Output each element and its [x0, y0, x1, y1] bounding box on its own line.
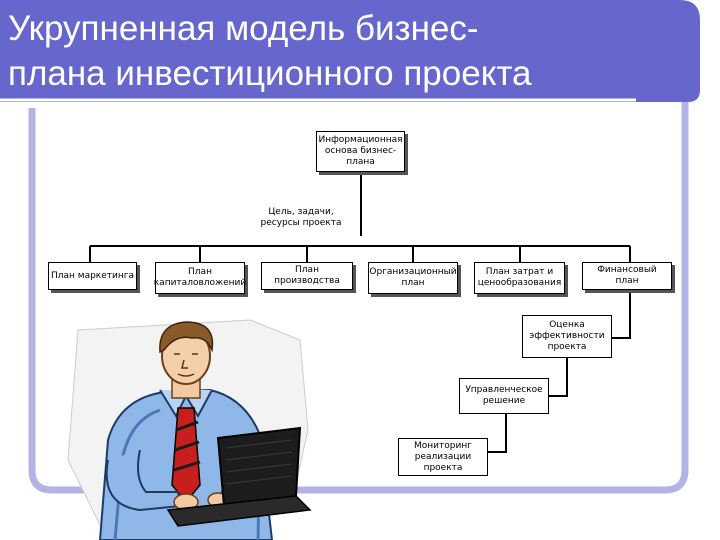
efficiency-box: Оценка эффективности проекта: [522, 315, 612, 358]
frame-border: [28, 70, 689, 494]
face-details: [174, 353, 198, 377]
laptop-screen-lines: [225, 439, 293, 485]
plan-label: План маркетинга: [51, 270, 134, 281]
plan-box-investment: План капиталовложений: [153, 262, 247, 294]
plan-box-financial: Финансовый план: [582, 262, 672, 290]
title-line-1: Укрупненная модель бизнес-: [8, 9, 479, 48]
plan-label: Финансовый план: [597, 265, 657, 286]
plan-label: План капиталовложений: [153, 267, 247, 288]
efficiency-text: Оценка эффективности проекта: [529, 320, 605, 352]
goals-box: Цель, задачи, ресурсы проекта: [256, 203, 346, 233]
goals-text: Цель, задачи, ресурсы проекта: [260, 207, 342, 228]
tie: [171, 407, 201, 504]
plan-box-costs: План затрат и ценообразования: [474, 262, 565, 294]
plan-box-marketing: План маркетинга: [48, 262, 137, 290]
connector-lines: [89, 172, 631, 453]
plan-label: План затрат и ценообразования: [477, 267, 562, 288]
info-basis-box: Информационная основа бизнес-плана: [316, 131, 405, 172]
tie-stripes: [173, 420, 201, 472]
plan-label: Организационный план: [369, 267, 457, 288]
businessman-laptop-clipart: [67, 319, 312, 540]
decision-box: Управленческое решение: [459, 378, 549, 414]
page-title: Укрупненная модель бизнес- плана инвести…: [8, 6, 658, 96]
title-banner: [0, 0, 700, 102]
title-line-2: плана инвестиционного проекта: [8, 54, 532, 93]
plan-label: План производства: [274, 265, 340, 286]
laptop-base: [166, 495, 312, 527]
plan-box-organizational: Организационный план: [368, 262, 458, 294]
monitoring-text: Мониторинг реализации проекта: [414, 440, 472, 473]
laptop-screen: [216, 426, 302, 508]
monitoring-box: Мониторинг реализации проекта: [398, 438, 488, 476]
info-basis-text: Информационная основа бизнес-плана: [318, 135, 403, 167]
plan-box-production: План производства: [261, 262, 353, 290]
decision-text: Управленческое решение: [465, 385, 543, 406]
hair: [159, 321, 214, 354]
